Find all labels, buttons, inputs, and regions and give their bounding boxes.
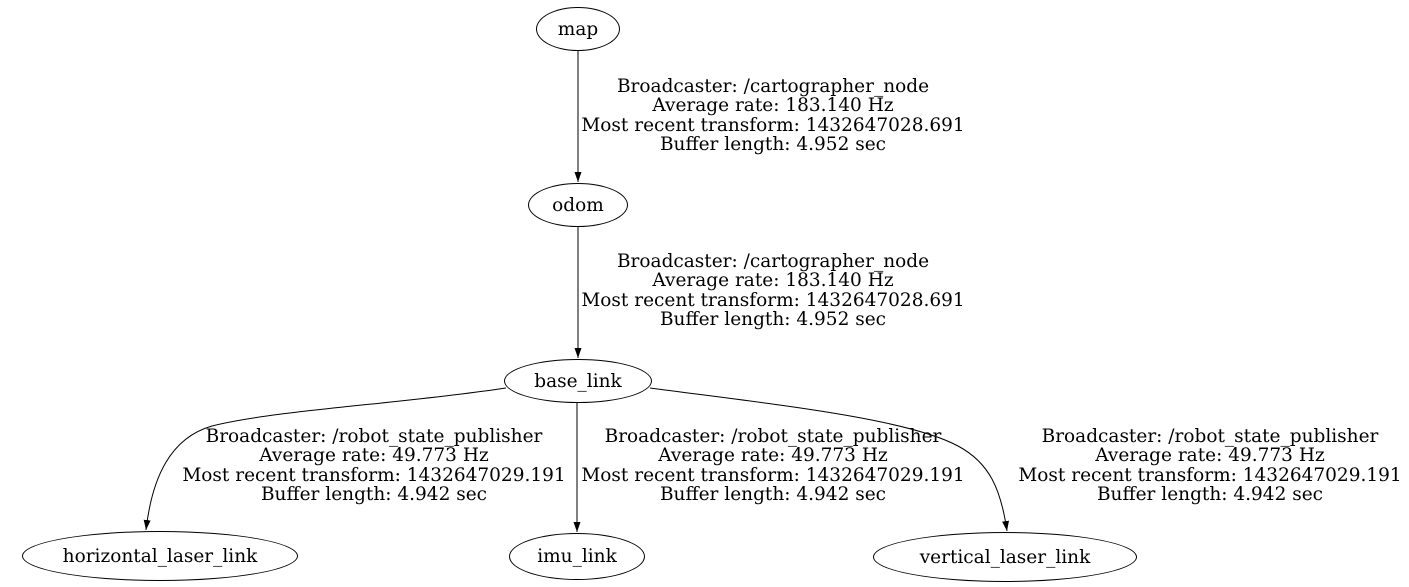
edge-label-base_link-horizontal_laser_link: Broadcaster: /robot_state_publisher Aver…	[182, 427, 565, 504]
edge-label-line-buffer-length: Buffer length: 4.952 sec	[659, 133, 887, 155]
edge-label-line-broadcaster: Broadcaster: /cartographer_node	[616, 76, 930, 97]
edge-label-line-buffer-length: Buffer length: 4.942 sec	[260, 483, 488, 505]
edge-label-line-broadcaster: Broadcaster: /robot_state_publisher	[205, 426, 543, 447]
edge-label-map-odom: Broadcaster: /cartographer_node Average …	[581, 77, 964, 154]
edge-label-base_link-vertical_laser_link: Broadcaster: /robot_state_publisher Aver…	[1018, 427, 1401, 504]
node-vertical_laser_link-label: vertical_laser_link	[919, 546, 1091, 568]
edge-label-base_link-imu_link: Broadcaster: /robot_state_publisher Aver…	[581, 427, 964, 504]
edge-label-line-buffer-length: Buffer length: 4.942 sec	[1096, 483, 1324, 505]
edge-label-line-average-rate: Average rate: 49.773 Hz	[1095, 445, 1325, 467]
edge-base_link-vertical_laser_link	[649, 387, 1010, 532]
edge-label-line-most-recent-transform: Most recent transform: 1432647029.191	[581, 464, 965, 486]
edge-label-odom-base_link: Broadcaster: /cartographer_node Average …	[581, 252, 964, 329]
node-horizontal_laser_link: horizontal_laser_link	[22, 531, 298, 581]
node-vertical_laser_link: vertical_laser_link	[873, 532, 1137, 582]
node-imu_link: imu_link	[509, 533, 645, 580]
edge-label-line-broadcaster: Broadcaster: /cartographer_node	[616, 251, 930, 272]
node-odom-label: odom	[552, 194, 604, 216]
edge-label-line-average-rate: Average rate: 183.140 Hz	[652, 270, 894, 292]
edge-label-line-buffer-length: Buffer length: 4.952 sec	[659, 308, 887, 330]
edge-label-line-most-recent-transform: Most recent transform: 1432647028.691	[581, 289, 965, 311]
node-horizontal_laser_link-label: horizontal_laser_link	[62, 545, 258, 567]
edge-label-line-broadcaster: Broadcaster: /robot_state_publisher	[1041, 426, 1379, 447]
node-imu_link-label: imu_link	[537, 546, 617, 567]
edge-label-line-broadcaster: Broadcaster: /robot_state_publisher	[604, 426, 942, 447]
edge-label-line-average-rate: Average rate: 49.773 Hz	[259, 445, 489, 467]
node-base_link: base_link	[504, 359, 652, 403]
node-odom: odom	[528, 183, 628, 227]
node-map: map	[536, 7, 620, 51]
edge-base_link-horizontal_laser_link	[143, 387, 507, 531]
edge-label-line-average-rate: Average rate: 49.773 Hz	[658, 445, 888, 467]
edge-label-line-most-recent-transform: Most recent transform: 1432647029.191	[1018, 464, 1402, 486]
edge-label-line-most-recent-transform: Most recent transform: 1432647028.691	[581, 114, 965, 136]
node-base_link-label: base_link	[534, 370, 622, 392]
node-map-label: map	[557, 18, 599, 40]
edge-label-line-average-rate: Average rate: 183.140 Hz	[652, 95, 894, 117]
edge-label-line-most-recent-transform: Most recent transform: 1432647029.191	[182, 464, 566, 486]
edge-label-line-buffer-length: Buffer length: 4.942 sec	[659, 483, 887, 505]
